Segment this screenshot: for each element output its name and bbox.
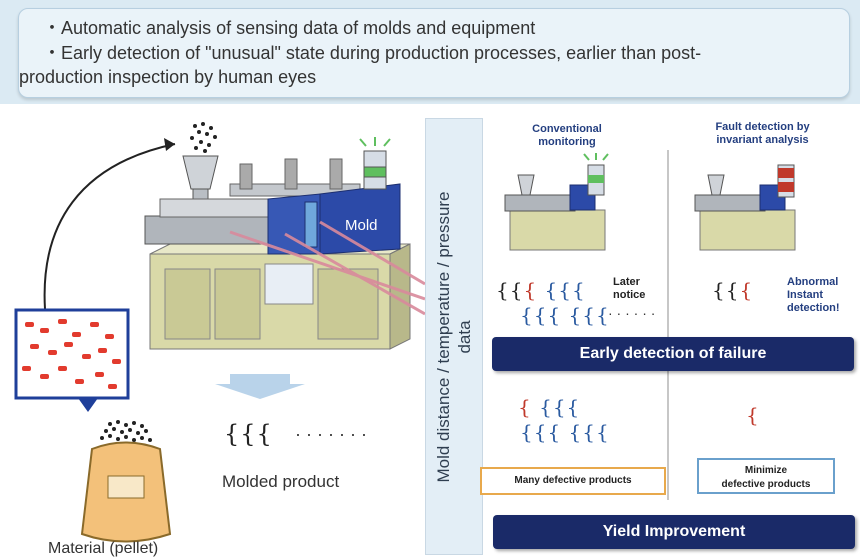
conventional-parts-row-2: {{{ {{{: [520, 303, 610, 327]
early-detection-bar: Early detection of failure: [492, 337, 854, 371]
yield-improvement-bar: Yield Improvement: [493, 515, 855, 549]
conventional-machine-icon: [504, 153, 609, 251]
abnormal-detection-label: Abnormal Instant detection!: [787, 276, 840, 314]
molded-product-dots: · · · · · · ·: [295, 424, 367, 444]
minimal-defect-glyph: {: [746, 403, 760, 427]
molded-product-label: Molded product: [222, 472, 340, 491]
machine-illustration: [14, 122, 425, 543]
many-defective-label: Many defective products: [480, 467, 666, 495]
many-defects-row-2: {{{ {{{: [520, 420, 610, 444]
mold-label: Mold: [345, 217, 378, 234]
molded-product-glyphs: {{{: [224, 420, 273, 448]
column-divider: [667, 150, 669, 500]
fault-machine-icon: [694, 164, 796, 251]
later-notice-label: Later notice: [613, 276, 646, 301]
fault-detection-title: Fault detection by invariant analysis: [715, 121, 810, 146]
many-defects-row-1: { {{{: [518, 395, 581, 419]
conventional-dots: · · · · · ·: [608, 305, 656, 321]
sensor-data-label: Mold distance / temperature / pressure d…: [434, 191, 474, 483]
fault-parts-row: {{{: [712, 278, 754, 302]
summary-bullet-2-line-1: ・Early detection of "unusual" state duri…: [43, 43, 702, 63]
summary-bullet-2-line-2: production inspection by human eyes: [19, 67, 317, 87]
conventional-title: Conventional monitoring: [532, 123, 602, 148]
minimize-defective-label: Minimize defective products: [697, 458, 835, 494]
sensor-data-label-box: Mold distance / temperature / pressure d…: [425, 118, 483, 555]
summary-box: ・Automatic analysis of sensing data of m…: [18, 8, 850, 98]
summary-bullet-1: ・Automatic analysis of sensing data of m…: [43, 18, 536, 38]
material-label: Material (pellet): [48, 540, 159, 557]
conventional-parts-row-1: {{{ {{{: [496, 278, 586, 302]
